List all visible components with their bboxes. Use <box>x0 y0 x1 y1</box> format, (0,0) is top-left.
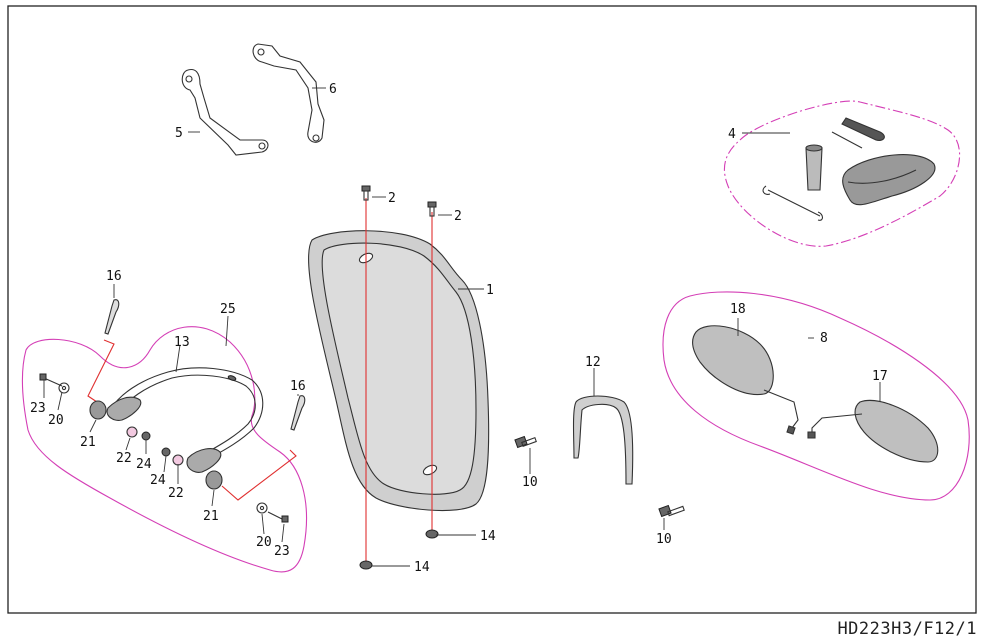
label-part-6: 6 <box>329 82 337 97</box>
label-part-8: 8 <box>820 331 828 346</box>
label-part-24-left: 24 <box>136 457 152 472</box>
drawing-frame <box>7 5 977 614</box>
drawing-code: HD223H3/F12/1 <box>837 619 977 639</box>
hardware-right <box>161 447 289 523</box>
label-part-18: 18 <box>730 302 746 317</box>
label-part-22-left: 22 <box>116 451 132 466</box>
bolt-10-left <box>514 435 537 449</box>
mirror-kit-outline <box>662 291 970 501</box>
bracket-5 <box>181 68 269 156</box>
label-part-14-right: 14 <box>480 529 496 544</box>
label-part-13: 13 <box>174 335 190 350</box>
label-part-14-left: 14 <box>414 560 430 575</box>
label-part-17: 17 <box>872 369 888 384</box>
toolkit-outline <box>723 100 961 247</box>
label-part-20-right: 20 <box>256 535 272 550</box>
label-part-22-right: 22 <box>168 486 184 501</box>
toolkit-4 <box>762 117 936 221</box>
label-part-5: 5 <box>175 126 183 141</box>
label-part-16-right: 16 <box>290 379 306 394</box>
assembly-lines-handle <box>87 339 297 501</box>
label-part-21-left: 21 <box>80 435 96 450</box>
bolt-10-right <box>658 504 685 518</box>
label-part-1: 1 <box>486 283 494 298</box>
panel-1 <box>308 230 490 512</box>
nut-14-right <box>425 529 439 539</box>
label-part-2-right: 2 <box>454 209 462 224</box>
mirror-17 <box>807 400 939 463</box>
bracket-6 <box>252 43 325 143</box>
leader-lines <box>43 87 881 567</box>
label-part-10-left: 10 <box>522 475 538 490</box>
label-part-21-right: 21 <box>203 509 219 524</box>
label-part-16-left: 16 <box>106 269 122 284</box>
grab-handle-kit-outline <box>21 326 308 573</box>
label-part-20-left: 20 <box>48 413 64 428</box>
label-part-23-right: 23 <box>274 544 290 559</box>
grab-handle-13 <box>106 367 264 473</box>
label-part-23-left: 23 <box>30 401 46 416</box>
bolt-2-left <box>361 185 371 201</box>
label-part-4: 4 <box>728 127 736 142</box>
bracket-12 <box>572 395 634 485</box>
label-part-10-right: 10 <box>656 532 672 547</box>
label-part-2-left: 2 <box>388 191 396 206</box>
clip-16-left <box>104 299 120 335</box>
hardware-left <box>39 373 151 441</box>
clip-16-right <box>290 395 306 431</box>
label-part-25: 25 <box>220 302 236 317</box>
bolt-2-right <box>427 201 437 217</box>
label-part-12: 12 <box>585 355 601 370</box>
nut-14-left <box>359 560 373 570</box>
mirror-18 <box>691 325 799 435</box>
label-part-24-right: 24 <box>150 473 166 488</box>
